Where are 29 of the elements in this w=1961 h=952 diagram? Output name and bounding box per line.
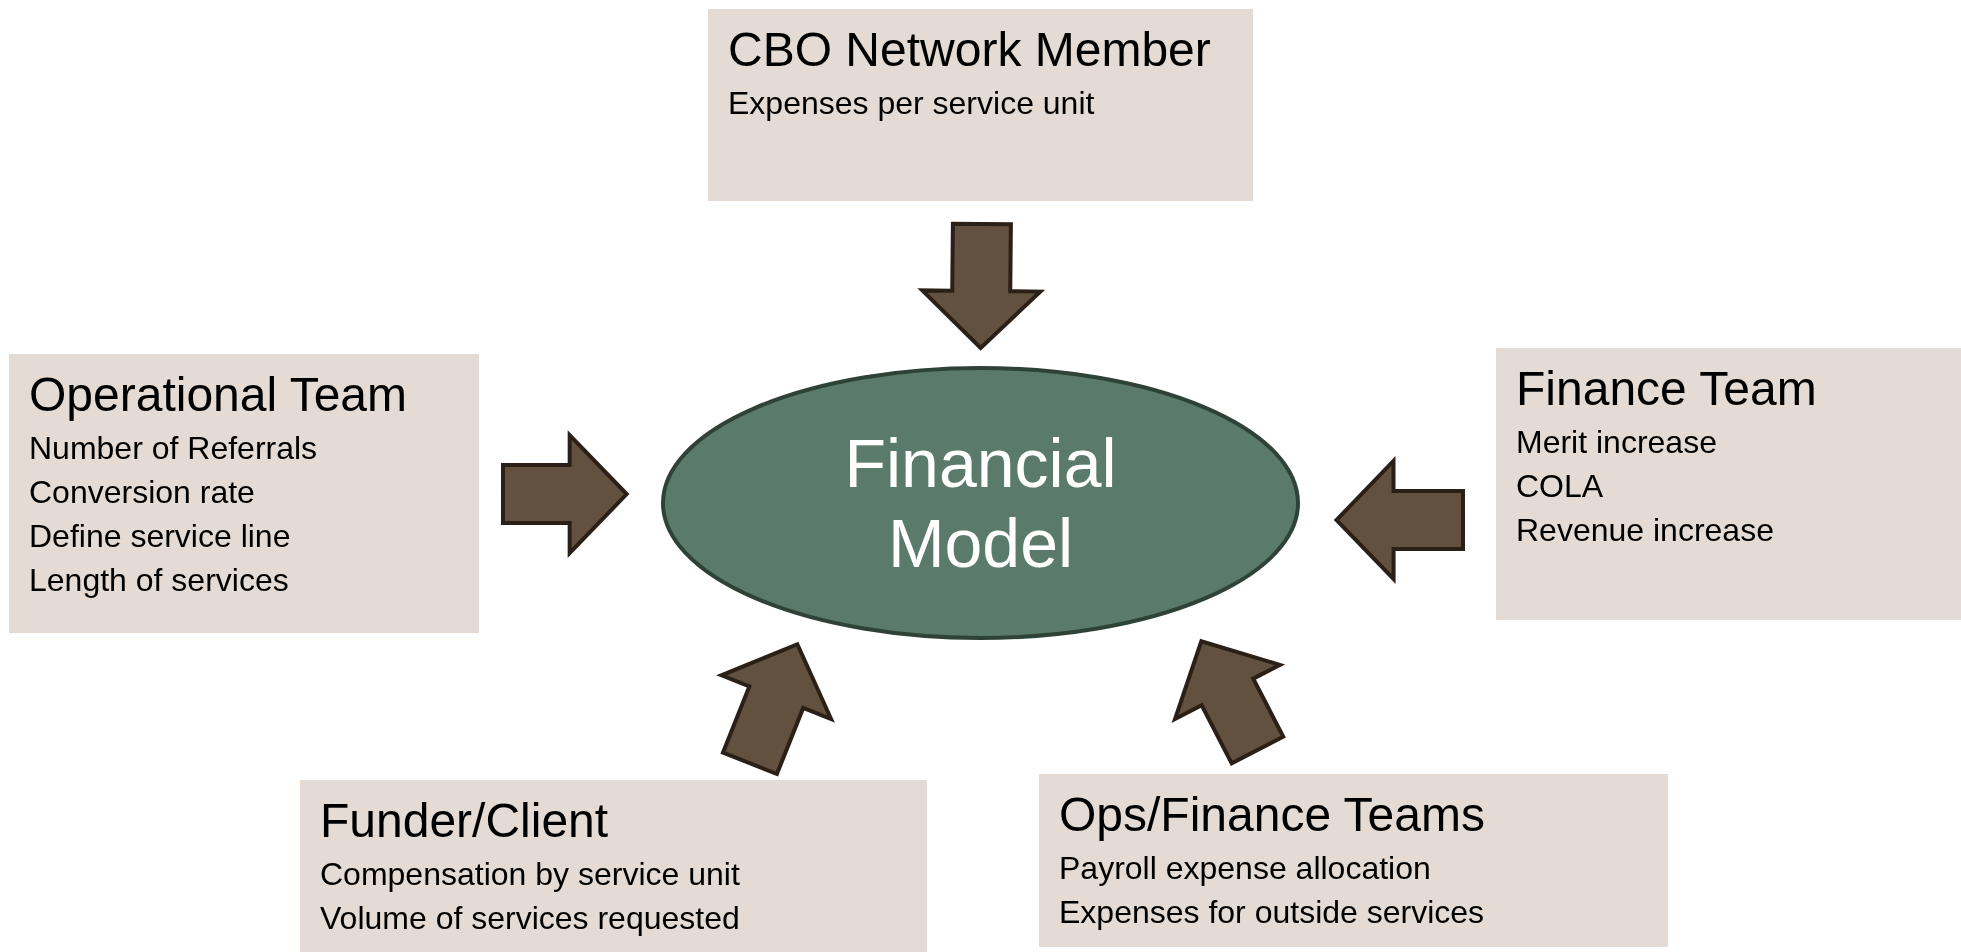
info-box	[9, 354, 479, 633]
list-item: Compensation by service unit	[320, 855, 741, 894]
box-heading: Funder/Client	[320, 793, 610, 849]
box-heading: Finance Team	[1516, 361, 1818, 417]
info-box	[1496, 348, 1961, 620]
box-heading: Ops/Finance Teams	[1059, 787, 1486, 843]
node-title: Financial Model	[843, 424, 1118, 583]
block-arrow	[1171, 638, 1286, 766]
block-arrow	[1333, 456, 1466, 584]
block-arrow	[716, 641, 835, 777]
list-item: Merit increase	[1516, 423, 1718, 462]
list-item: Define service line	[29, 517, 292, 556]
list-item: Volume of services requested	[320, 899, 741, 938]
info-box	[300, 780, 927, 952]
list-item: Expenses for outside services	[1059, 893, 1486, 932]
box-heading: CBO Network Member	[728, 22, 1212, 78]
list-item: COLA	[1516, 467, 1605, 506]
list-item: Conversion rate	[29, 473, 256, 512]
box-heading: Operational Team	[29, 367, 408, 423]
block-arrow	[917, 221, 1046, 351]
list-item: Length of services	[29, 561, 290, 600]
block-arrow	[501, 430, 630, 559]
info-box	[708, 9, 1253, 201]
list-item: Payroll expense allocation	[1059, 849, 1432, 888]
info-box	[1039, 774, 1668, 947]
ellipse-node	[660, 365, 1301, 641]
list-item: Number of Referrals	[29, 429, 319, 468]
list-item: Revenue increase	[1516, 511, 1775, 550]
list-item: Expenses per service unit	[728, 84, 1096, 123]
